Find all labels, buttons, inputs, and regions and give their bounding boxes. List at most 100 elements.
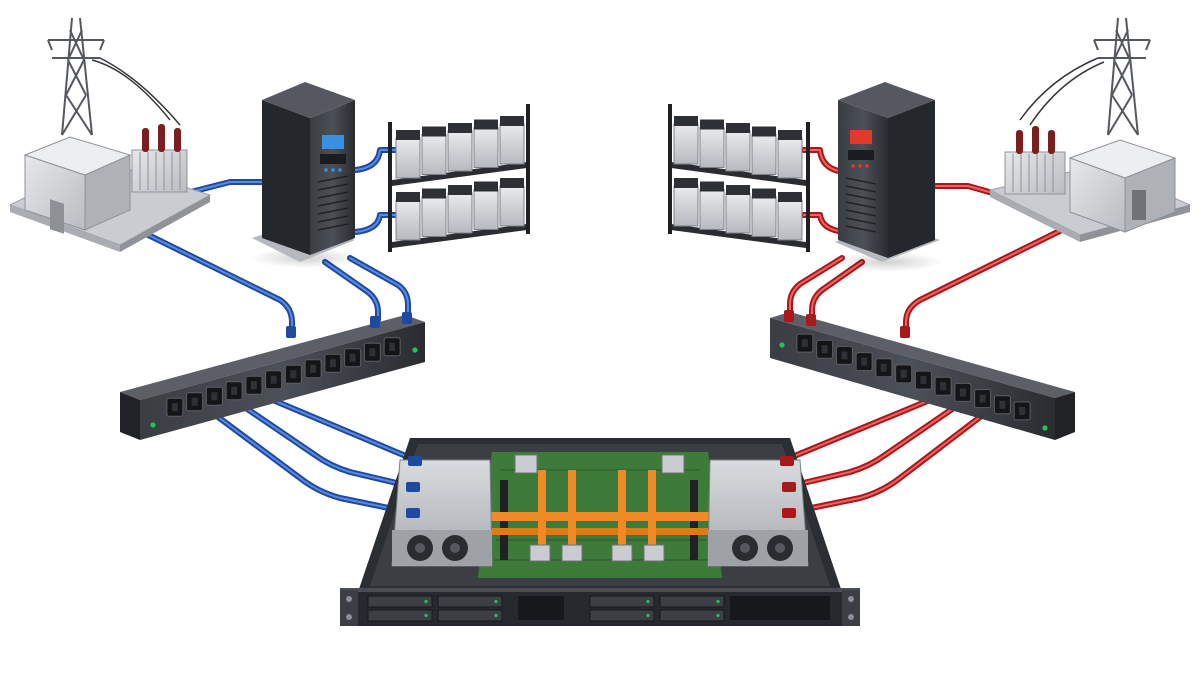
rack-ear-right bbox=[842, 590, 860, 626]
battery-cell-top bbox=[500, 116, 524, 126]
cable-pdu-to-server-right-2 bbox=[779, 402, 961, 491]
transformer-icon bbox=[131, 124, 188, 193]
pdu-outlet-socket bbox=[329, 359, 336, 368]
pdu-status-led-right bbox=[1042, 425, 1048, 431]
battery-cell-top bbox=[422, 188, 446, 199]
battery-cell bbox=[447, 192, 473, 234]
rack-server bbox=[340, 438, 860, 626]
battery-cell bbox=[777, 199, 803, 241]
drive-bay bbox=[589, 609, 655, 622]
ups-cabinet-icon bbox=[262, 82, 355, 255]
pdu-outlet-socket bbox=[1019, 406, 1026, 415]
pdu-outlet-socket bbox=[171, 403, 178, 412]
pdu-status-led-right-2 bbox=[779, 342, 785, 348]
pdu-outlet-socket bbox=[940, 382, 947, 391]
left-feed-cables bbox=[119, 147, 423, 517]
drive-bay bbox=[437, 609, 503, 622]
transformer-icon bbox=[1004, 126, 1066, 195]
battery-rack-post bbox=[806, 122, 810, 252]
grid-feed-right bbox=[988, 17, 1192, 242]
substation-icon bbox=[1068, 139, 1177, 233]
pdu-outlet-socket bbox=[250, 381, 257, 390]
drive-bay bbox=[659, 595, 725, 608]
pdu-outlet-socket bbox=[821, 345, 828, 354]
drive-led bbox=[494, 599, 498, 604]
pdu-outlet-socket bbox=[290, 370, 297, 379]
battery-cell bbox=[751, 196, 777, 237]
battery-cell-top bbox=[422, 126, 446, 137]
pdu-outlet-socket bbox=[191, 397, 198, 406]
pdu-plugs-right bbox=[784, 310, 910, 338]
drive-led bbox=[646, 613, 650, 618]
battery-cell bbox=[447, 130, 473, 172]
rack-ear-left bbox=[340, 590, 358, 626]
drive-led bbox=[424, 599, 428, 604]
battery-rack-post bbox=[668, 104, 672, 234]
ups-display-right bbox=[850, 130, 872, 144]
ups-display-left bbox=[322, 135, 344, 149]
pdu-outlet-socket bbox=[920, 376, 927, 385]
rack-server-icon bbox=[340, 438, 860, 626]
pdu-outlet-socket bbox=[231, 386, 238, 395]
transmission-tower-icon bbox=[47, 17, 181, 136]
battery-cell bbox=[473, 189, 499, 230]
pdu-plugs-left bbox=[286, 312, 412, 338]
battery-cell bbox=[725, 192, 751, 234]
battery-cell-top bbox=[448, 185, 472, 195]
battery-cell-top bbox=[396, 130, 420, 140]
pdu-status-led-left bbox=[150, 422, 156, 428]
battery-cell bbox=[699, 127, 725, 168]
ups-cabinet-icon bbox=[838, 82, 935, 258]
battery-cell bbox=[777, 137, 803, 179]
battery-rack-icon bbox=[668, 104, 810, 252]
pdu-outlet-socket bbox=[211, 392, 218, 401]
drive-bay bbox=[367, 595, 433, 608]
battery-cell-top bbox=[674, 116, 698, 126]
power-busbar-icon bbox=[482, 470, 718, 555]
drive-led bbox=[716, 599, 720, 604]
drive-bay bbox=[367, 609, 433, 622]
drive-bay bbox=[659, 609, 725, 622]
substation-icon bbox=[23, 136, 132, 234]
power-plugs-left bbox=[406, 456, 422, 518]
battery-rack-right bbox=[668, 104, 810, 252]
battery-cell bbox=[473, 127, 499, 168]
battery-rack-post bbox=[526, 104, 530, 234]
battery-cell bbox=[395, 137, 421, 179]
pdu-outlet-socket bbox=[270, 375, 277, 384]
power-plugs-right bbox=[780, 456, 796, 518]
cable-pdu-to-server-left-3 bbox=[211, 411, 421, 517]
battery-cell-top bbox=[448, 123, 472, 133]
pdu-strip-right bbox=[770, 312, 1075, 440]
drive-led bbox=[424, 613, 428, 618]
battery-cell-top bbox=[700, 181, 724, 192]
battery-cell bbox=[699, 189, 725, 230]
battery-cell-top bbox=[752, 126, 776, 137]
drive-led bbox=[646, 599, 650, 604]
battery-cell-top bbox=[396, 192, 420, 202]
battery-rack-icon bbox=[388, 104, 530, 252]
battery-cell bbox=[395, 199, 421, 241]
battery-cell-top bbox=[474, 119, 498, 130]
drive-bay bbox=[589, 595, 655, 608]
battery-cell-top bbox=[778, 130, 802, 140]
pdu-outlet-socket bbox=[999, 400, 1006, 409]
battery-cell-top bbox=[752, 188, 776, 199]
pdu-outlet-socket bbox=[369, 348, 376, 357]
ups-cabinet-left bbox=[250, 82, 360, 268]
battery-cell bbox=[421, 196, 447, 237]
battery-cell-top bbox=[674, 178, 698, 188]
pdu-outlet-socket bbox=[900, 369, 907, 378]
pdu-outlet-socket bbox=[880, 363, 887, 372]
transmission-tower-icon bbox=[1019, 17, 1151, 136]
battery-rack-left bbox=[388, 104, 530, 252]
battery-cell-top bbox=[778, 192, 802, 202]
battery-cell-top bbox=[700, 119, 724, 130]
battery-cell bbox=[725, 130, 751, 172]
battery-cell-top bbox=[726, 185, 750, 195]
pdu-status-led-left-2 bbox=[412, 347, 418, 353]
grid-feed-left bbox=[8, 17, 212, 252]
pdu-outlet-socket bbox=[801, 339, 808, 348]
drive-led bbox=[716, 613, 720, 618]
